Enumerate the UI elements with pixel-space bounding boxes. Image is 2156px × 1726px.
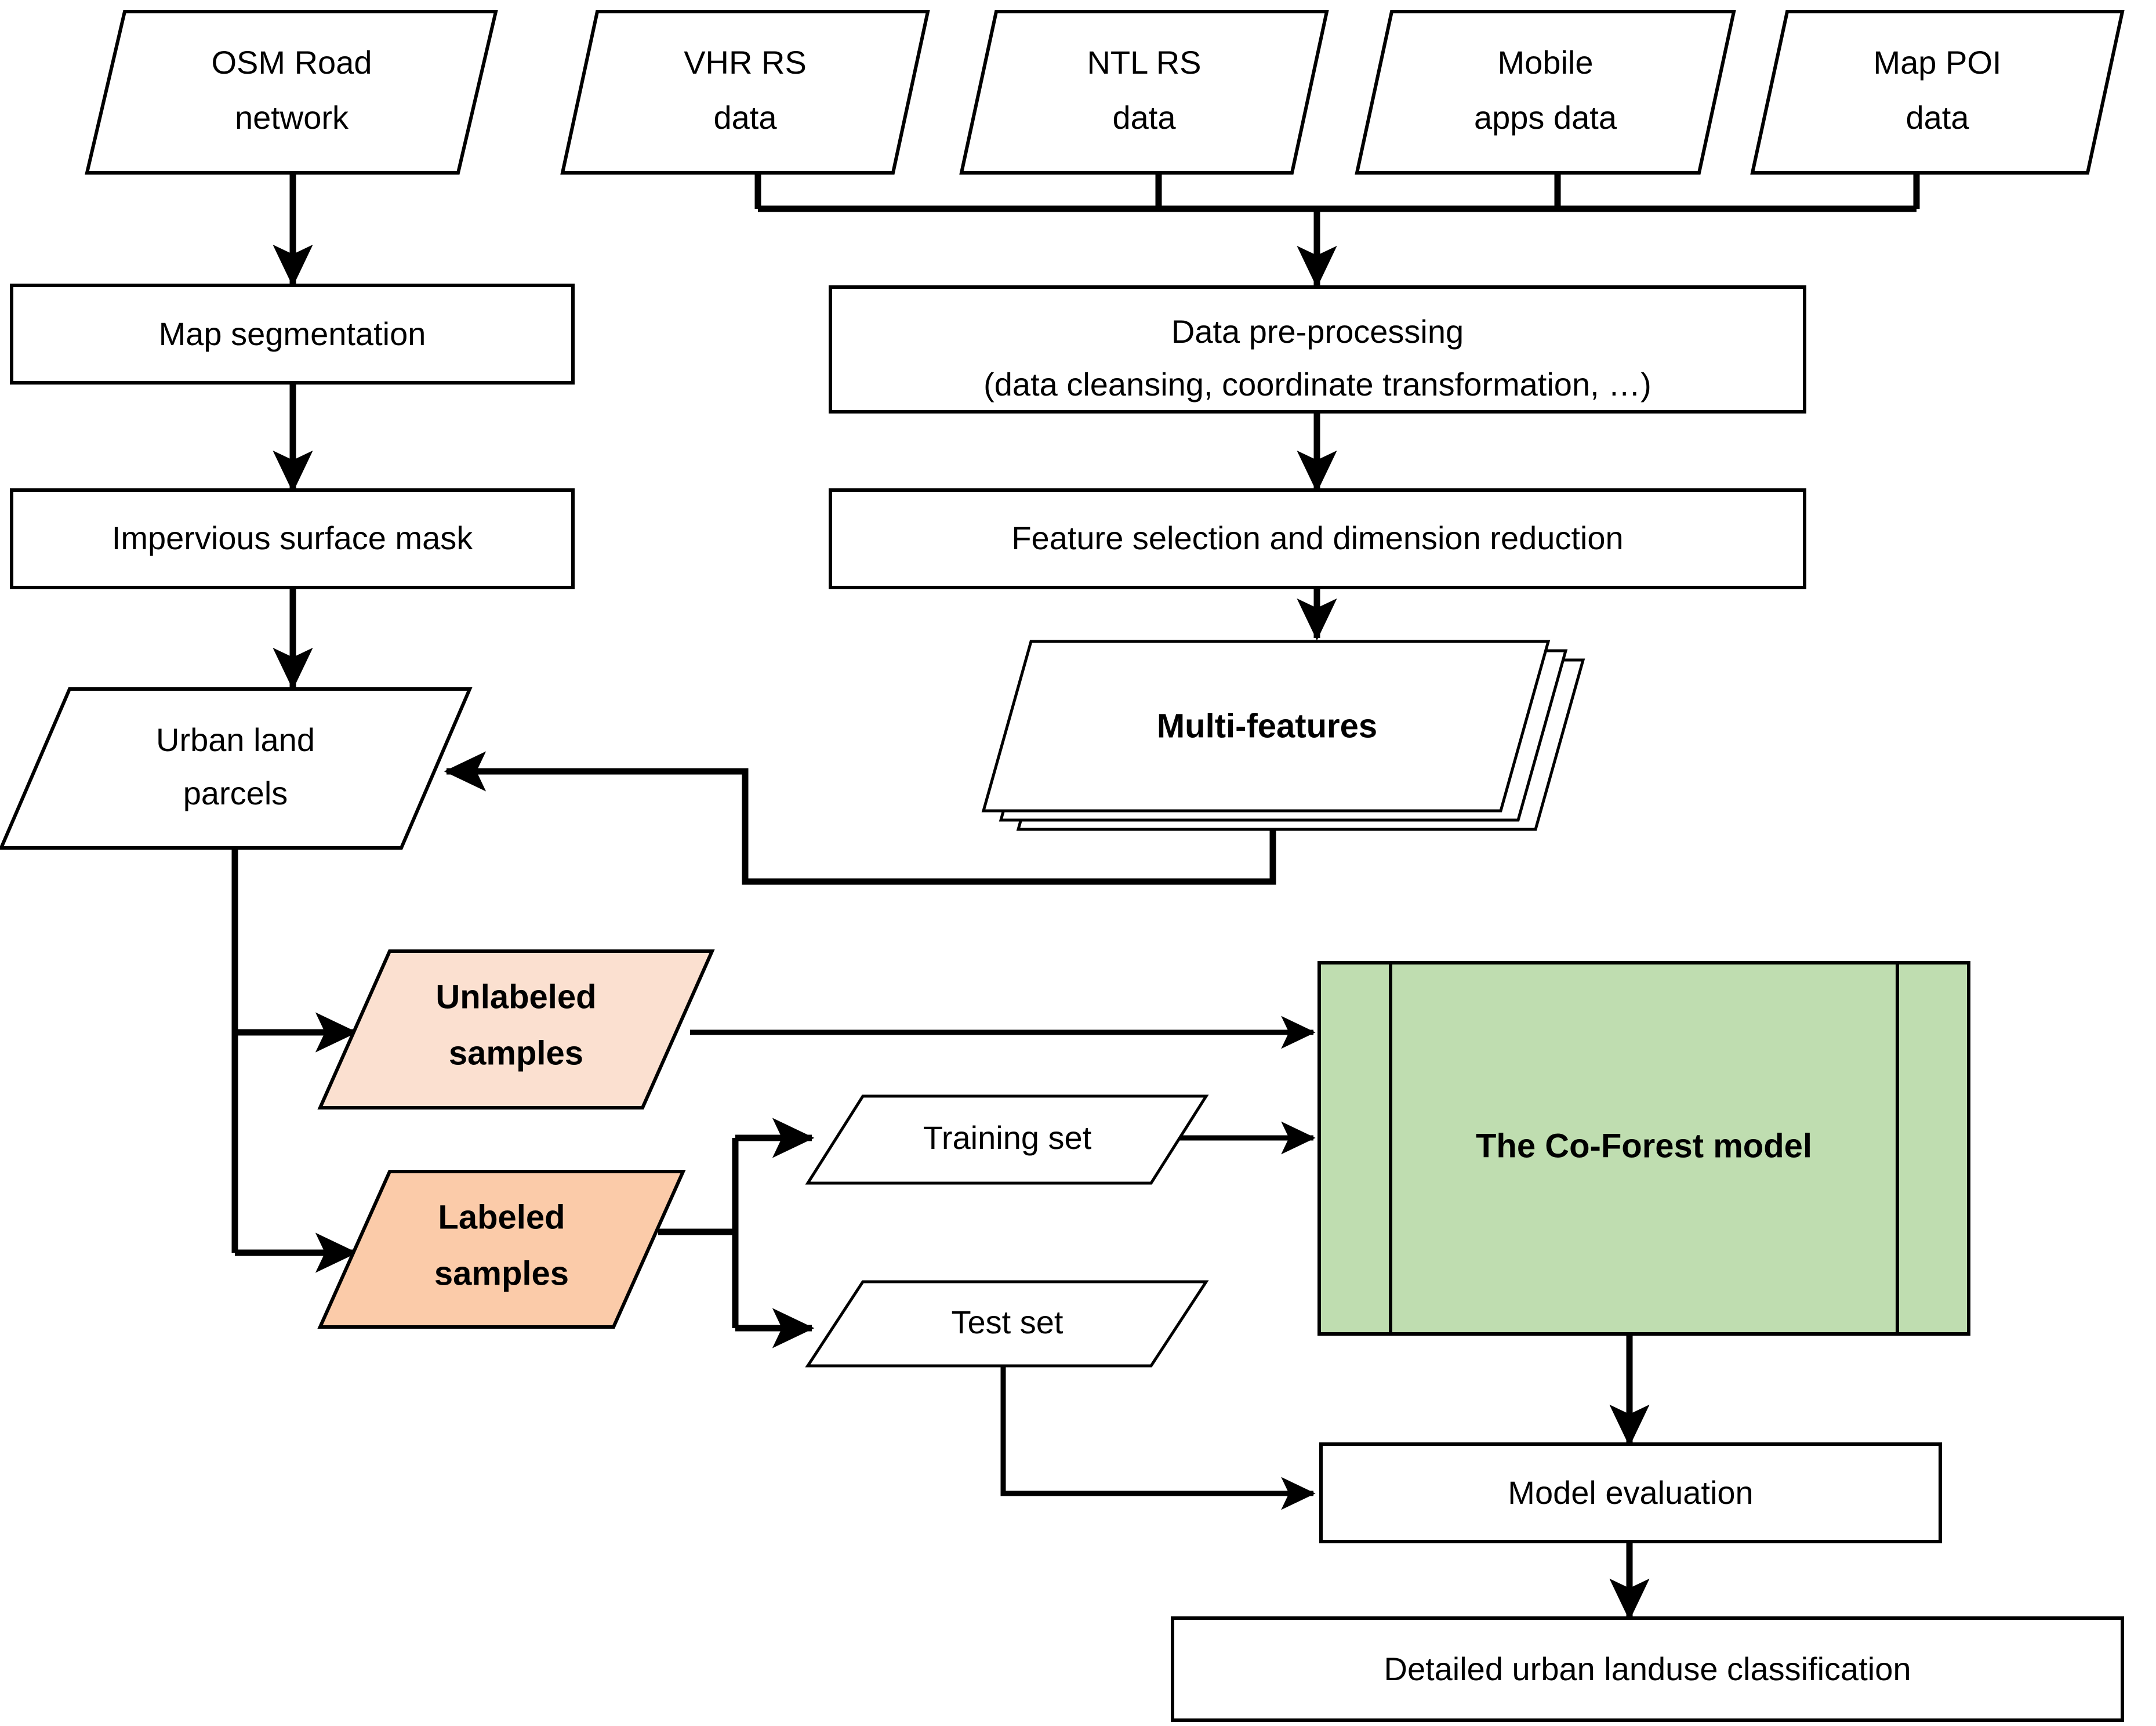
edge-multifeatures-to-parcels <box>444 751 1276 885</box>
node-test-set[interactable]: Test set <box>805 1280 1209 1368</box>
vhr-rs-data-label-line2: data <box>714 99 778 136</box>
node-vhr-rs-data[interactable]: VHR RS data <box>560 10 930 175</box>
labeled-samples-label-line1: Labeled <box>438 1198 565 1236</box>
multi-features-label: Multi-features <box>1157 707 1377 745</box>
node-labeled-samples[interactable]: Labeled samples <box>317 1170 686 1329</box>
node-map-segmentation[interactable]: Map segmentation <box>10 284 575 385</box>
node-ntl-rs-data[interactable]: NTL RS data <box>959 10 1329 175</box>
urban-land-parcels-label-line1: Urban land <box>156 721 315 758</box>
feature-selection-label: Feature selection and dimension reductio… <box>1011 520 1623 556</box>
node-osm-road-network[interactable]: OSM Road network <box>85 10 498 175</box>
impervious-surface-mask-label: Impervious surface mask <box>112 520 473 556</box>
unlabeled-samples-label-line2: samples <box>449 1034 583 1072</box>
ntl-rs-data-label-line2: data <box>1113 99 1177 136</box>
labeled-samples-label-line2: samples <box>434 1254 569 1292</box>
node-unlabeled-samples[interactable]: Unlabeled samples <box>317 949 715 1109</box>
node-mobile-apps-data[interactable]: Mobile apps data <box>1355 10 1736 175</box>
node-urban-land-parcels[interactable]: Urban land parcels <box>0 687 473 850</box>
data-preprocessing-label-line2: (data cleansing, coordinate transformati… <box>983 366 1652 403</box>
unlabeled-samples-label-line1: Unlabeled <box>435 978 596 1016</box>
osm-road-network-label-line1: OSM Road <box>212 44 372 81</box>
edge-labeled-to-sets <box>658 1118 815 1348</box>
node-training-set[interactable]: Training set <box>805 1094 1209 1185</box>
training-set-label: Training set <box>923 1119 1092 1156</box>
co-forest-model-label: The Co-Forest model <box>1476 1127 1812 1165</box>
map-poi-data-label-line2: data <box>1906 99 1970 136</box>
urban-land-parcels-label-line2: parcels <box>183 775 288 811</box>
node-impervious-surface-mask[interactable]: Impervious surface mask <box>10 488 575 589</box>
data-preprocessing-label-line1: Data pre-processing <box>1171 313 1464 350</box>
node-landuse-classification[interactable]: Detailed urban landuse classification <box>1171 1616 2124 1722</box>
edge-test-to-evaluation <box>1000 1363 1316 1510</box>
vhr-rs-data-label-line1: VHR RS <box>684 44 807 81</box>
node-co-forest-model[interactable]: The Co-Forest model <box>1317 961 1970 1336</box>
map-poi-data-label-line1: Map POI <box>1874 44 2002 81</box>
mobile-apps-data-label-line2: apps data <box>1474 99 1617 136</box>
model-evaluation-label: Model evaluation <box>1508 1474 1753 1511</box>
edge-datasources-bus <box>754 174 1920 288</box>
landuse-classification-label: Detailed urban landuse classification <box>1384 1651 1911 1687</box>
ntl-rs-data-label-line1: NTL RS <box>1087 44 1201 81</box>
node-data-preprocessing[interactable]: Data pre-processing (data cleansing, coo… <box>829 285 1806 414</box>
node-map-poi-data[interactable]: Map POI data <box>1750 10 2125 175</box>
node-multi-features[interactable]: Multi-features <box>981 640 1585 831</box>
map-segmentation-label: Map segmentation <box>159 316 426 352</box>
test-set-label: Test set <box>952 1304 1064 1340</box>
edge-parcels-to-samples <box>231 850 358 1273</box>
node-feature-selection[interactable]: Feature selection and dimension reductio… <box>829 488 1806 589</box>
mobile-apps-data-label-line1: Mobile <box>1498 44 1594 81</box>
osm-road-network-label-line2: network <box>235 99 349 136</box>
node-model-evaluation[interactable]: Model evaluation <box>1319 1442 1942 1543</box>
